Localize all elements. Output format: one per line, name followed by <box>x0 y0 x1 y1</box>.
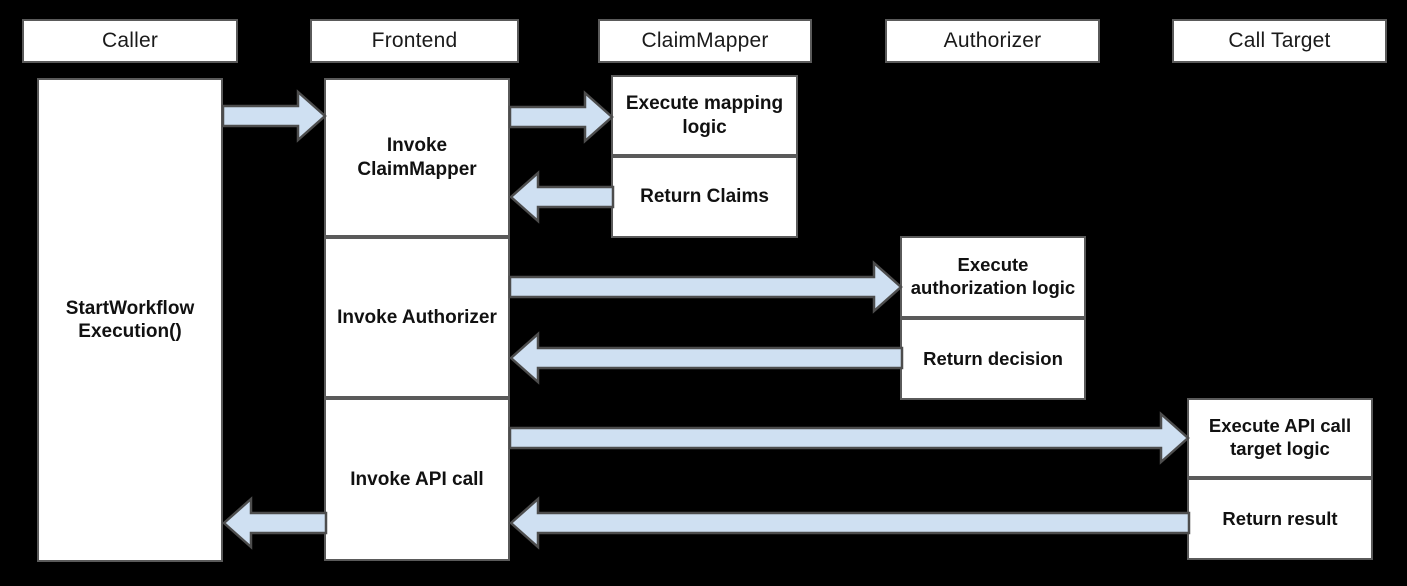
lane-header-calltarget: Call Target <box>1172 19 1387 63</box>
lane-header-caller: Caller <box>22 19 238 63</box>
activation-frontend-invoke-api-call-label: Invoke API call <box>350 468 484 490</box>
activation-frontend-invoke-authorizer: Invoke Authorizer <box>324 237 510 398</box>
lane-header-claimmapper-label: ClaimMapper <box>641 29 769 52</box>
activation-caller-start-label: StartWorkflow Execution() <box>65 297 195 342</box>
lane-header-claimmapper: ClaimMapper <box>598 19 812 63</box>
message-arrow-caller-to-frontend <box>221 89 327 143</box>
lane-header-frontend: Frontend <box>310 19 519 63</box>
message-arrow-claimmapper-to-frontend <box>509 170 615 224</box>
message-arrow-frontend-to-calltarget <box>508 411 1190 465</box>
activation-frontend-invoke-authorizer-label: Invoke Authorizer <box>337 306 497 328</box>
activation-calltarget-return-result: Return result <box>1187 478 1373 560</box>
lane-header-authorizer-label: Authorizer <box>943 29 1042 52</box>
activation-frontend-invoke-claimmapper-label: Invoke ClaimMapper <box>357 135 477 180</box>
lane-header-authorizer: Authorizer <box>885 19 1100 63</box>
message-arrow-authorizer-to-frontend <box>509 331 904 385</box>
activation-claimmapper-return-claims-label: Return Claims <box>640 186 769 208</box>
lane-header-caller-label: Caller <box>101 29 159 52</box>
message-arrow-frontend-to-caller <box>222 496 328 550</box>
activation-claimmapper-return-claims: Return Claims <box>611 156 798 238</box>
lane-header-frontend-label: Frontend <box>371 29 458 52</box>
activation-frontend-invoke-api-call: Invoke API call <box>324 398 510 561</box>
activation-calltarget-return-result-label: Return result <box>1222 507 1338 529</box>
activation-authorizer-return-decision-label: Return decision <box>923 347 1063 369</box>
activation-calltarget-execute-api-target: Execute API call target logic <box>1187 398 1373 478</box>
message-arrow-calltarget-to-frontend <box>509 496 1191 550</box>
message-arrow-frontend-to-authorizer <box>508 260 903 314</box>
activation-frontend-invoke-claimmapper: Invoke ClaimMapper <box>324 78 510 237</box>
lane-header-calltarget-label: Call Target <box>1228 29 1331 52</box>
activation-calltarget-execute-api-target-label: Execute API call target logic <box>1208 415 1352 459</box>
activation-claimmapper-execute-mapping-label: Execute mapping logic <box>625 93 784 138</box>
activation-claimmapper-execute-mapping: Execute mapping logic <box>611 75 798 156</box>
activation-authorizer-execute-authorization: Execute authorization logic <box>900 236 1086 318</box>
activation-authorizer-execute-authorization-label: Execute authorization logic <box>910 254 1076 298</box>
activation-authorizer-return-decision: Return decision <box>900 318 1086 400</box>
activation-caller-start: StartWorkflow Execution() <box>37 78 223 562</box>
message-arrow-frontend-to-claimmapper <box>508 90 614 144</box>
